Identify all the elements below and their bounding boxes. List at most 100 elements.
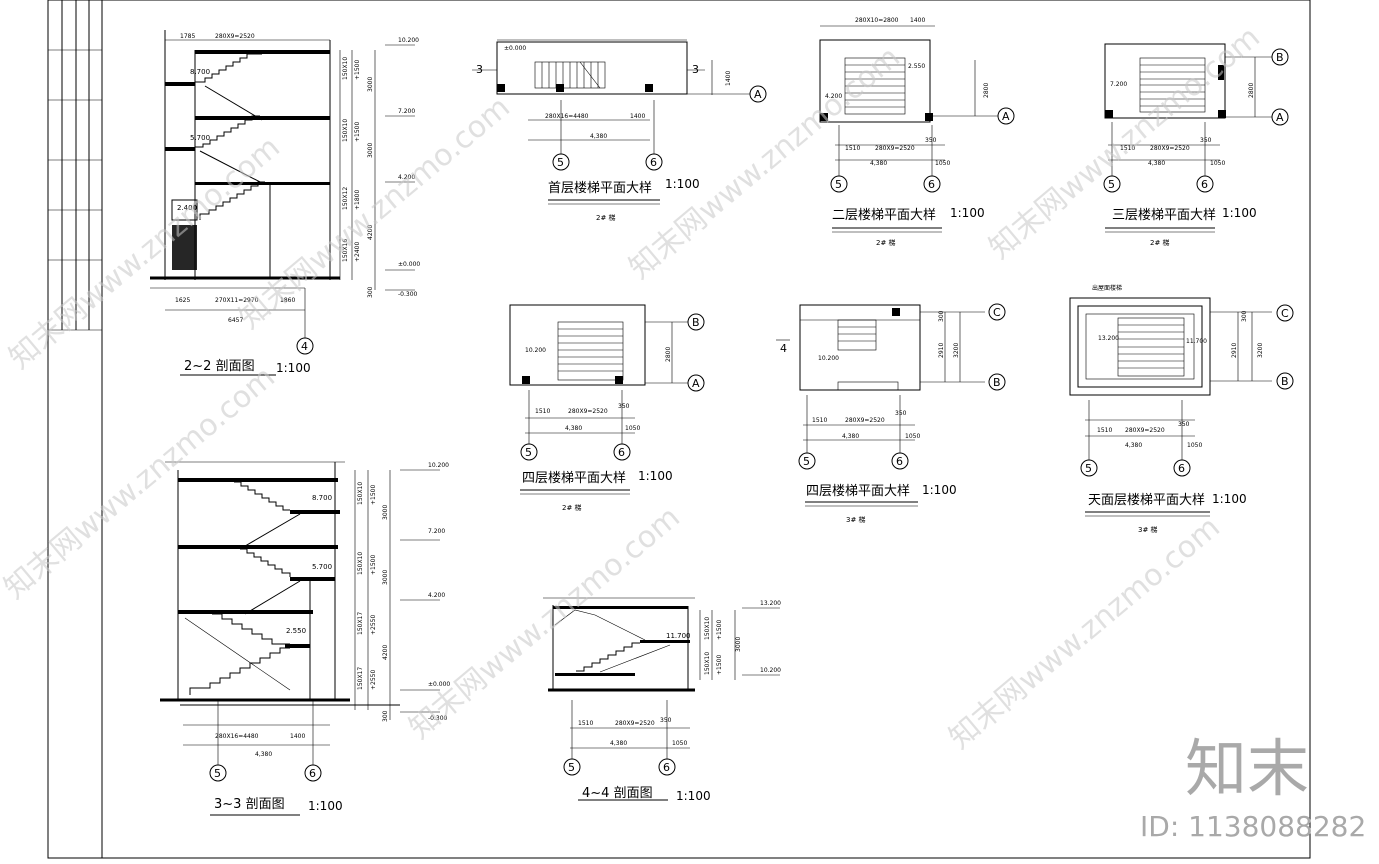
dim-5: 1050 xyxy=(935,160,950,167)
cut-mark-left: 3 xyxy=(476,63,483,76)
riser-5: +1500 xyxy=(354,122,361,142)
landing-3: 2.550 xyxy=(286,627,306,635)
elev-2: 7.200 xyxy=(428,528,445,535)
axis-bubble-A: A xyxy=(754,88,762,101)
watermark-text-7: 知末网www.znzmo.com xyxy=(943,510,1227,756)
landing-label-1: 8.700 xyxy=(190,68,210,76)
plan-2: 280X10=2800 1400 4.200 2.550 1510 280X9=… xyxy=(819,17,1015,247)
dim-1: 1510 xyxy=(1120,145,1135,152)
dim-5: 1050 xyxy=(1187,442,1202,449)
dim-3: 350 xyxy=(1178,421,1190,428)
dim-4: 4,380 xyxy=(842,433,859,440)
section-3-3: 280X16=4480 1400 4,380 8.700 5.700 2.550… xyxy=(160,461,450,816)
stair-number: 2# 梯 xyxy=(562,503,582,512)
dim-5: 1050 xyxy=(672,740,687,747)
riser-2: +1500 xyxy=(354,60,361,80)
riser-12: 300 xyxy=(382,710,389,722)
plan-scale: 1:100 xyxy=(665,177,700,191)
plan-scale: 1:100 xyxy=(1222,206,1257,220)
level-label: ±0.000 xyxy=(504,45,526,52)
dim-top-2: 280X9=2520 xyxy=(215,33,255,40)
riser-12: 300 xyxy=(367,286,374,298)
dim-3: 350 xyxy=(925,137,937,144)
axis-bubble-4: 4 xyxy=(301,340,308,353)
riser-9: 4200 xyxy=(382,645,389,660)
riser-4: 150X10 xyxy=(342,119,349,142)
riser-3: 3000 xyxy=(735,637,742,652)
axis-bubble-A: A xyxy=(1276,111,1284,124)
dim-total: 6457 xyxy=(228,317,243,324)
stair-number: 3# 梯 xyxy=(846,515,866,524)
stair-number: 3# 梯 xyxy=(1138,525,1158,534)
plan-title: 首层楼梯平面大样 xyxy=(548,181,652,196)
stair-number: 2# 梯 xyxy=(876,238,896,247)
axis-bubble-B: B xyxy=(692,316,700,329)
watermark-text-4: 知末网www.znzmo.com xyxy=(983,20,1267,266)
dim-1: 1510 xyxy=(578,720,593,727)
section-scale: 1:100 xyxy=(276,361,311,375)
axis-bubble-6: 6 xyxy=(663,761,670,774)
dim-3: 350 xyxy=(618,403,630,410)
dim-bottom-3: 1860 xyxy=(280,297,295,304)
dim-8: 300 xyxy=(938,310,945,322)
elev-2: 7.200 xyxy=(398,108,415,115)
riser-2: +1500 xyxy=(370,485,377,505)
elev-3: 10.200 xyxy=(760,667,781,674)
riser-11: +2550 xyxy=(370,670,377,690)
dim-2: 280X9=2520 xyxy=(1125,427,1165,434)
sheet-border xyxy=(47,0,1311,859)
plan-title: 三层楼梯平面大样 xyxy=(1112,208,1216,223)
dim-top-1: 280X10=2800 xyxy=(855,17,899,24)
axis-bubble-5: 5 xyxy=(1085,462,1092,475)
riser-6: 3000 xyxy=(367,143,374,158)
landing-1: 11.700 xyxy=(666,632,691,640)
stair-number: 2# 梯 xyxy=(596,213,616,222)
dim-2: 280X9=2520 xyxy=(875,145,915,152)
section-title: 2~2 剖面图 xyxy=(184,359,255,374)
dim-4: 4,380 xyxy=(1125,442,1142,449)
watermark-id: ID: 1138088282 xyxy=(1140,810,1366,843)
elev-4: ±0.000 xyxy=(398,261,420,268)
plan-scale: 1:100 xyxy=(638,469,673,483)
axis-bubble-C: C xyxy=(993,306,1001,319)
dim-3: 350 xyxy=(895,410,907,417)
elev-3: 4.200 xyxy=(428,592,445,599)
plan-6: 出屋面楼梯 13.200 11.700 1510 280X9=2520 350 … xyxy=(1069,284,1294,534)
plan-title: 四层楼梯平面大样 xyxy=(806,484,910,499)
cut-mark-right: 3 xyxy=(692,63,699,76)
dim-1: 280X16=4480 xyxy=(545,113,589,120)
level-label: 7.200 xyxy=(1110,81,1127,88)
dim-top-1: 1785 xyxy=(180,33,195,40)
dim-5: 1050 xyxy=(905,433,920,440)
axis-bubble-6: 6 xyxy=(1178,462,1185,475)
level-label-2: 11.700 xyxy=(1186,338,1207,345)
dim-2: 280X9=2520 xyxy=(845,417,885,424)
axis-bubble-6: 6 xyxy=(896,455,903,468)
riser-3: 3000 xyxy=(367,77,374,92)
landing-1: 8.700 xyxy=(312,494,332,502)
watermark-text-5: 知末网www.znzmo.com xyxy=(0,360,282,606)
dim-8: 300 xyxy=(1241,310,1248,322)
landing-label-2: 5.700 xyxy=(190,134,210,142)
dim-4: 4,380 xyxy=(565,425,582,432)
axis-bubble-5: 5 xyxy=(803,455,810,468)
section-title: 3~3 剖面图 xyxy=(214,797,285,812)
cut-mark: 4 xyxy=(780,342,787,355)
dim-7: 3200 xyxy=(953,343,960,358)
dim-2: 1400 xyxy=(290,733,305,740)
dim-6: 2800 xyxy=(665,347,672,362)
plan-title: 天面层楼梯平面大样 xyxy=(1088,493,1205,508)
elev-1: 10.200 xyxy=(428,462,449,469)
section-scale: 1:100 xyxy=(308,799,343,813)
axis-bubble-C: C xyxy=(1281,307,1289,320)
watermark-text-3: 知末网www.znzmo.com xyxy=(623,40,907,286)
dim-4: 4,380 xyxy=(610,740,627,747)
axis-bubble-5: 5 xyxy=(214,767,221,780)
riser-11: 4200 xyxy=(367,225,374,240)
plan-5: 10.200 4 1510 280X9=2520 350 4,380 1050 … xyxy=(776,303,1006,524)
dim-bottom-2: 270X11=2970 xyxy=(215,297,259,304)
axis-bubble-5: 5 xyxy=(525,446,532,459)
dim-6: 2910 xyxy=(1231,343,1238,358)
dim-3: 350 xyxy=(660,717,672,724)
dim-1: 1510 xyxy=(812,417,827,424)
